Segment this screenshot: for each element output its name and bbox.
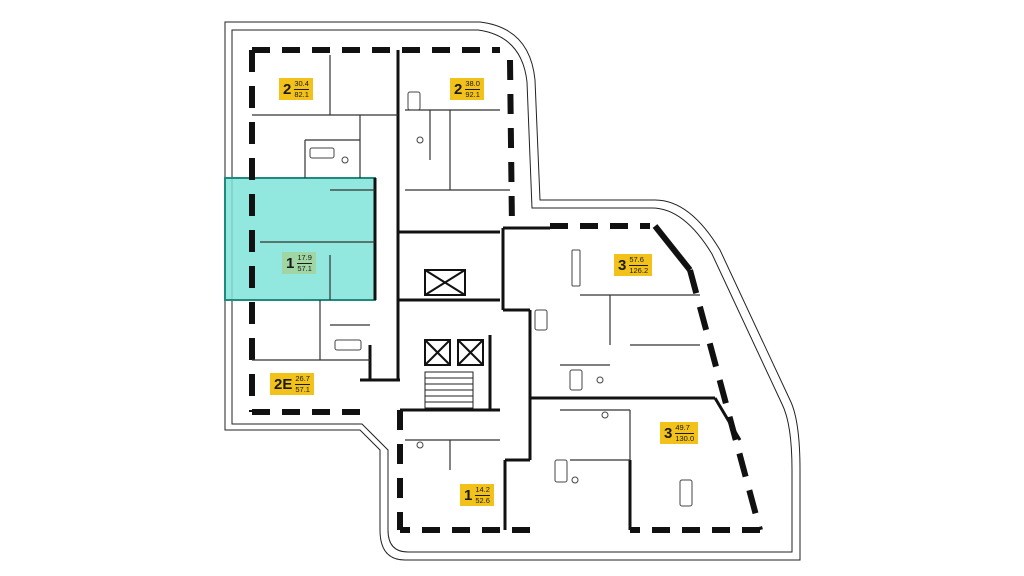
core-stairs bbox=[424, 371, 474, 409]
room-count: 3 bbox=[664, 424, 673, 442]
living-area: 57.6 bbox=[629, 256, 649, 266]
selected-apartment-fill[interactable] bbox=[225, 178, 375, 300]
exterior-walls bbox=[249, 47, 763, 533]
room-count: 1 bbox=[286, 254, 295, 272]
living-area: 38.0 bbox=[465, 79, 480, 90]
total-area: 82.1 bbox=[294, 89, 309, 99]
total-area: 57.1 bbox=[297, 263, 312, 273]
room-count: 2 bbox=[283, 80, 292, 98]
fixtures bbox=[309, 91, 693, 507]
total-area: 92.1 bbox=[465, 89, 480, 99]
living-area: 14.2 bbox=[475, 485, 490, 496]
room-count: 2E bbox=[274, 375, 293, 393]
living-area: 26.7 bbox=[295, 374, 310, 385]
total-area: 57.1 bbox=[295, 384, 310, 394]
total-area: 52.6 bbox=[475, 495, 490, 505]
partitions bbox=[252, 55, 700, 470]
room-count: 2 bbox=[454, 80, 463, 98]
living-area: 17.9 bbox=[297, 253, 312, 264]
interior-walls bbox=[360, 50, 742, 530]
total-area: 130.0 bbox=[675, 433, 695, 443]
building-outline bbox=[224, 21, 801, 561]
living-area: 49.7 bbox=[675, 424, 695, 434]
room-count: 3 bbox=[618, 256, 627, 274]
total-area: 126.2 bbox=[629, 265, 649, 275]
room-count: 1 bbox=[464, 486, 473, 504]
living-area: 30.4 bbox=[294, 79, 309, 90]
core-elevators bbox=[424, 269, 484, 366]
